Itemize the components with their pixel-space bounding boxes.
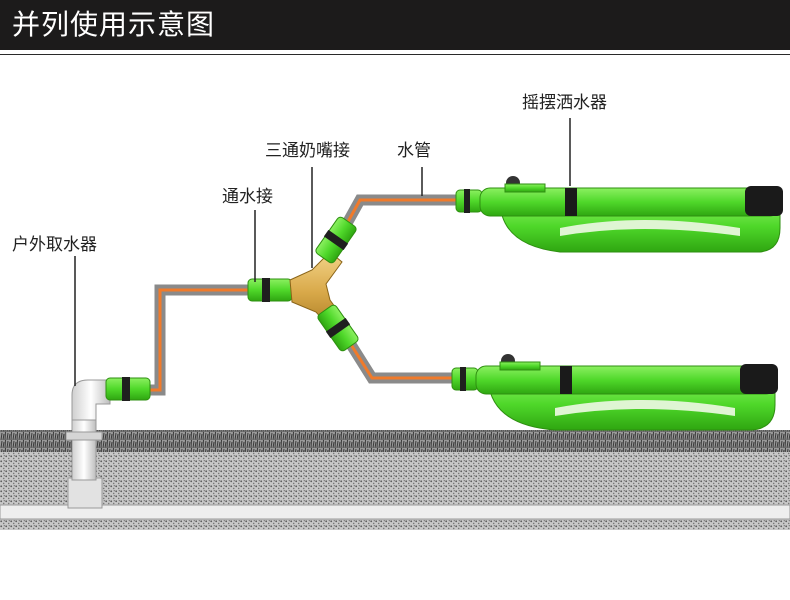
sprinkler-lower: [452, 354, 778, 430]
faucet-connector-ring: [122, 377, 130, 401]
label-three-way: 三通奶嘴接: [265, 141, 350, 161]
label-hose: 水管: [397, 141, 431, 161]
label-sprinkler: 摇摆洒水器: [522, 93, 607, 113]
faucet-riser: [72, 420, 96, 480]
grass-layer: [0, 430, 790, 455]
label-connector: 通水接: [222, 187, 273, 207]
ground: [0, 430, 790, 530]
faucet-connector: [106, 377, 150, 401]
sprinkler-upper: [456, 176, 783, 252]
hose-connector-ring: [262, 278, 270, 302]
faucet-base: [68, 478, 102, 508]
faucet-elbow: [72, 380, 110, 420]
underground-pipe: [0, 505, 790, 519]
label-faucet: 户外取水器: [12, 235, 97, 255]
three-way-fitting: [290, 215, 360, 353]
hose-main: [148, 290, 252, 390]
hose-upper: [335, 200, 462, 245]
sprinkler-upper-cap: [745, 186, 783, 216]
hose-lower: [345, 335, 462, 378]
faucet-collar: [66, 432, 102, 440]
sprinkler-lower-cap: [740, 364, 778, 394]
